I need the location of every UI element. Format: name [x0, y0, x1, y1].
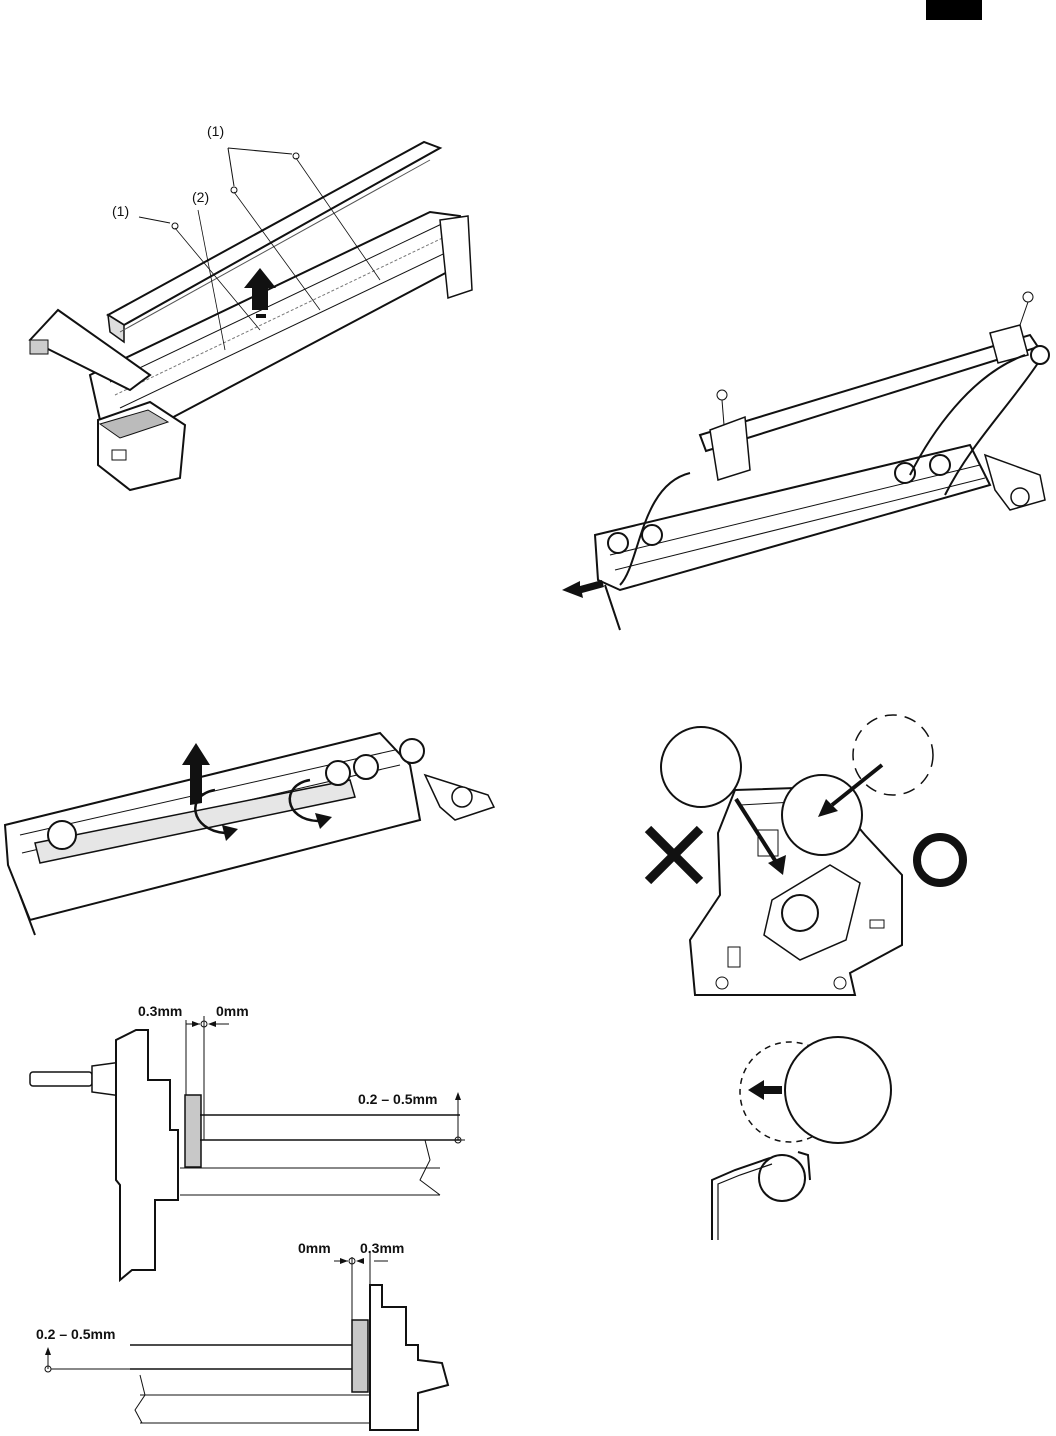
dim-height-right: 0.2 – 0.5mm — [358, 1092, 437, 1106]
dim-zero-right: 0mm — [298, 1241, 331, 1255]
dim-gap-left: 0.3mm — [138, 1004, 182, 1018]
callout-screw-1-lower: (1) — [112, 204, 129, 218]
figure-remove-bracket — [550, 285, 1050, 635]
figure-roller-shift-drawing — [700, 1030, 900, 1250]
figure-roller-shift — [700, 1030, 900, 1250]
figure-remove-cover: (1) (2) (1) — [20, 120, 500, 500]
figure-remove-cover-drawing — [20, 120, 500, 500]
figure-position-check — [640, 715, 980, 1005]
page-tab-marker — [926, 0, 982, 20]
callout-cover-2: (2) — [192, 190, 209, 204]
callout-screw-1-upper: (1) — [207, 124, 224, 138]
figure-remove-roller — [0, 725, 500, 945]
figure-remove-roller-drawing — [0, 725, 500, 945]
x-mark-icon — [644, 825, 704, 885]
dim-height-left: 0.2 – 0.5mm — [36, 1327, 115, 1341]
circle-mark-icon — [910, 830, 970, 890]
dim-zero-left: 0mm — [216, 1004, 249, 1018]
dim-gap-right: 0.3mm — [360, 1241, 404, 1255]
figure-remove-bracket-drawing — [550, 285, 1050, 635]
figure-clearance-right: 0mm 0.3mm 0.2 – 0.5mm — [30, 1235, 470, 1435]
